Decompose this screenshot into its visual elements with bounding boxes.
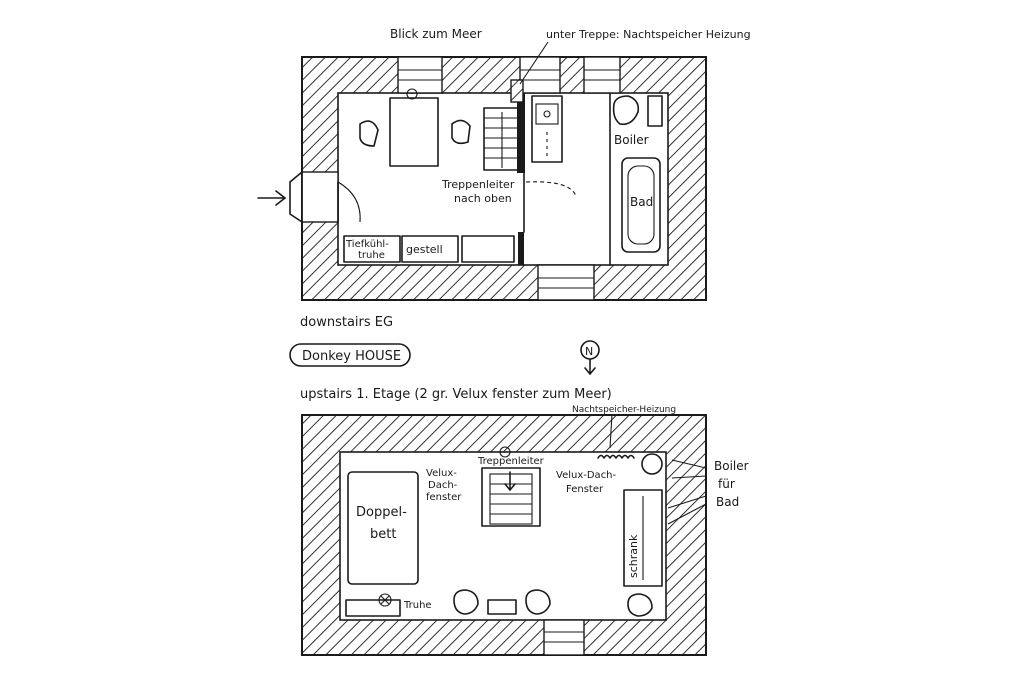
entry-arrow-icon: [257, 190, 286, 206]
upstairs-chair-1: [453, 589, 479, 615]
upstairs-window-bottom: [543, 619, 585, 656]
boiler-side-label-3: Bad: [716, 495, 739, 509]
downstairs-window-bottom: [537, 264, 595, 301]
upstairs-chair-3: [627, 593, 653, 617]
north-marker-icon: [580, 340, 600, 360]
upstairs-caption: upstairs 1. Etage (2 gr. Velux fenster z…: [300, 387, 612, 402]
shelf-extra: [461, 235, 515, 263]
house-name-box: [289, 343, 411, 367]
boiler-label: Boiler: [614, 133, 649, 147]
velux-right-label-2: Fenster: [566, 484, 604, 495]
freezer-label-1: Tiefkühl-: [345, 239, 389, 250]
boiler-side-label-1: Boiler: [714, 459, 749, 473]
downstairs-window-top-mid: [519, 56, 561, 94]
upstairs-chair-2: [525, 589, 551, 615]
upstairs-ladder-label: Treppenleiter: [477, 456, 545, 467]
chair-left: [359, 120, 379, 147]
downstairs-window-top-left: [397, 56, 443, 94]
kitchen-counter: [531, 95, 563, 163]
chest: [345, 599, 401, 617]
upstairs-floor: [339, 451, 667, 621]
entrance-door: [301, 171, 339, 223]
velux-left-label-1: Velux-: [426, 468, 457, 479]
bed-label-2: bett: [370, 527, 396, 542]
north-label: N: [585, 345, 593, 358]
house-name: Donkey HOUSE: [302, 349, 401, 364]
wardrobe-label: schrank: [627, 534, 640, 578]
shelf-label: gestell: [406, 243, 443, 256]
bath-label: Bad: [630, 195, 653, 209]
night-storage-heater: [510, 79, 524, 103]
chair-right: [451, 119, 471, 145]
toilet: [612, 95, 640, 126]
lamp-icon: [406, 88, 418, 100]
partition-wall: [517, 93, 525, 173]
stairs-heating-label: unter Treppe: Nachtspeicher Heizung: [546, 28, 751, 41]
view-label: Blick zum Meer: [390, 27, 482, 41]
downstairs-caption: downstairs EG: [300, 315, 393, 330]
upstairs-stair-opening: [481, 467, 541, 527]
upstairs-table-small: [487, 599, 517, 615]
velux-right-label-1: Velux-Dach-: [556, 470, 617, 481]
bed-label-1: Doppel-: [356, 505, 407, 520]
double-bed: [347, 471, 419, 585]
bathtub: [621, 157, 661, 253]
wardrobe: [623, 489, 663, 587]
shelf: [401, 235, 459, 263]
boiler-side-label-2: für: [718, 477, 735, 491]
upstairs-heater: [597, 454, 635, 459]
upstairs-plan: [301, 414, 707, 656]
chest-label: Truhe: [403, 600, 432, 611]
velux-left-label-3: fenster: [426, 492, 462, 503]
stair-ladder: [483, 107, 521, 171]
upstairs-boiler: [641, 453, 663, 475]
downstairs-window-top-right: [583, 56, 621, 94]
freezer-label-2: truhe: [358, 250, 385, 261]
ladder-label-1: Treppenleiter: [441, 178, 515, 191]
velux-left-label-2: Dach-: [428, 480, 458, 491]
ladder-label-2: nach oben: [454, 192, 512, 205]
heater-label: Nachtspeicher-Heizung: [572, 405, 676, 415]
freezer: [343, 235, 401, 263]
chest-lamp-icon: [378, 593, 392, 607]
downstairs-plan: [257, 56, 707, 301]
upstairs-lamp-icon: [499, 446, 511, 458]
